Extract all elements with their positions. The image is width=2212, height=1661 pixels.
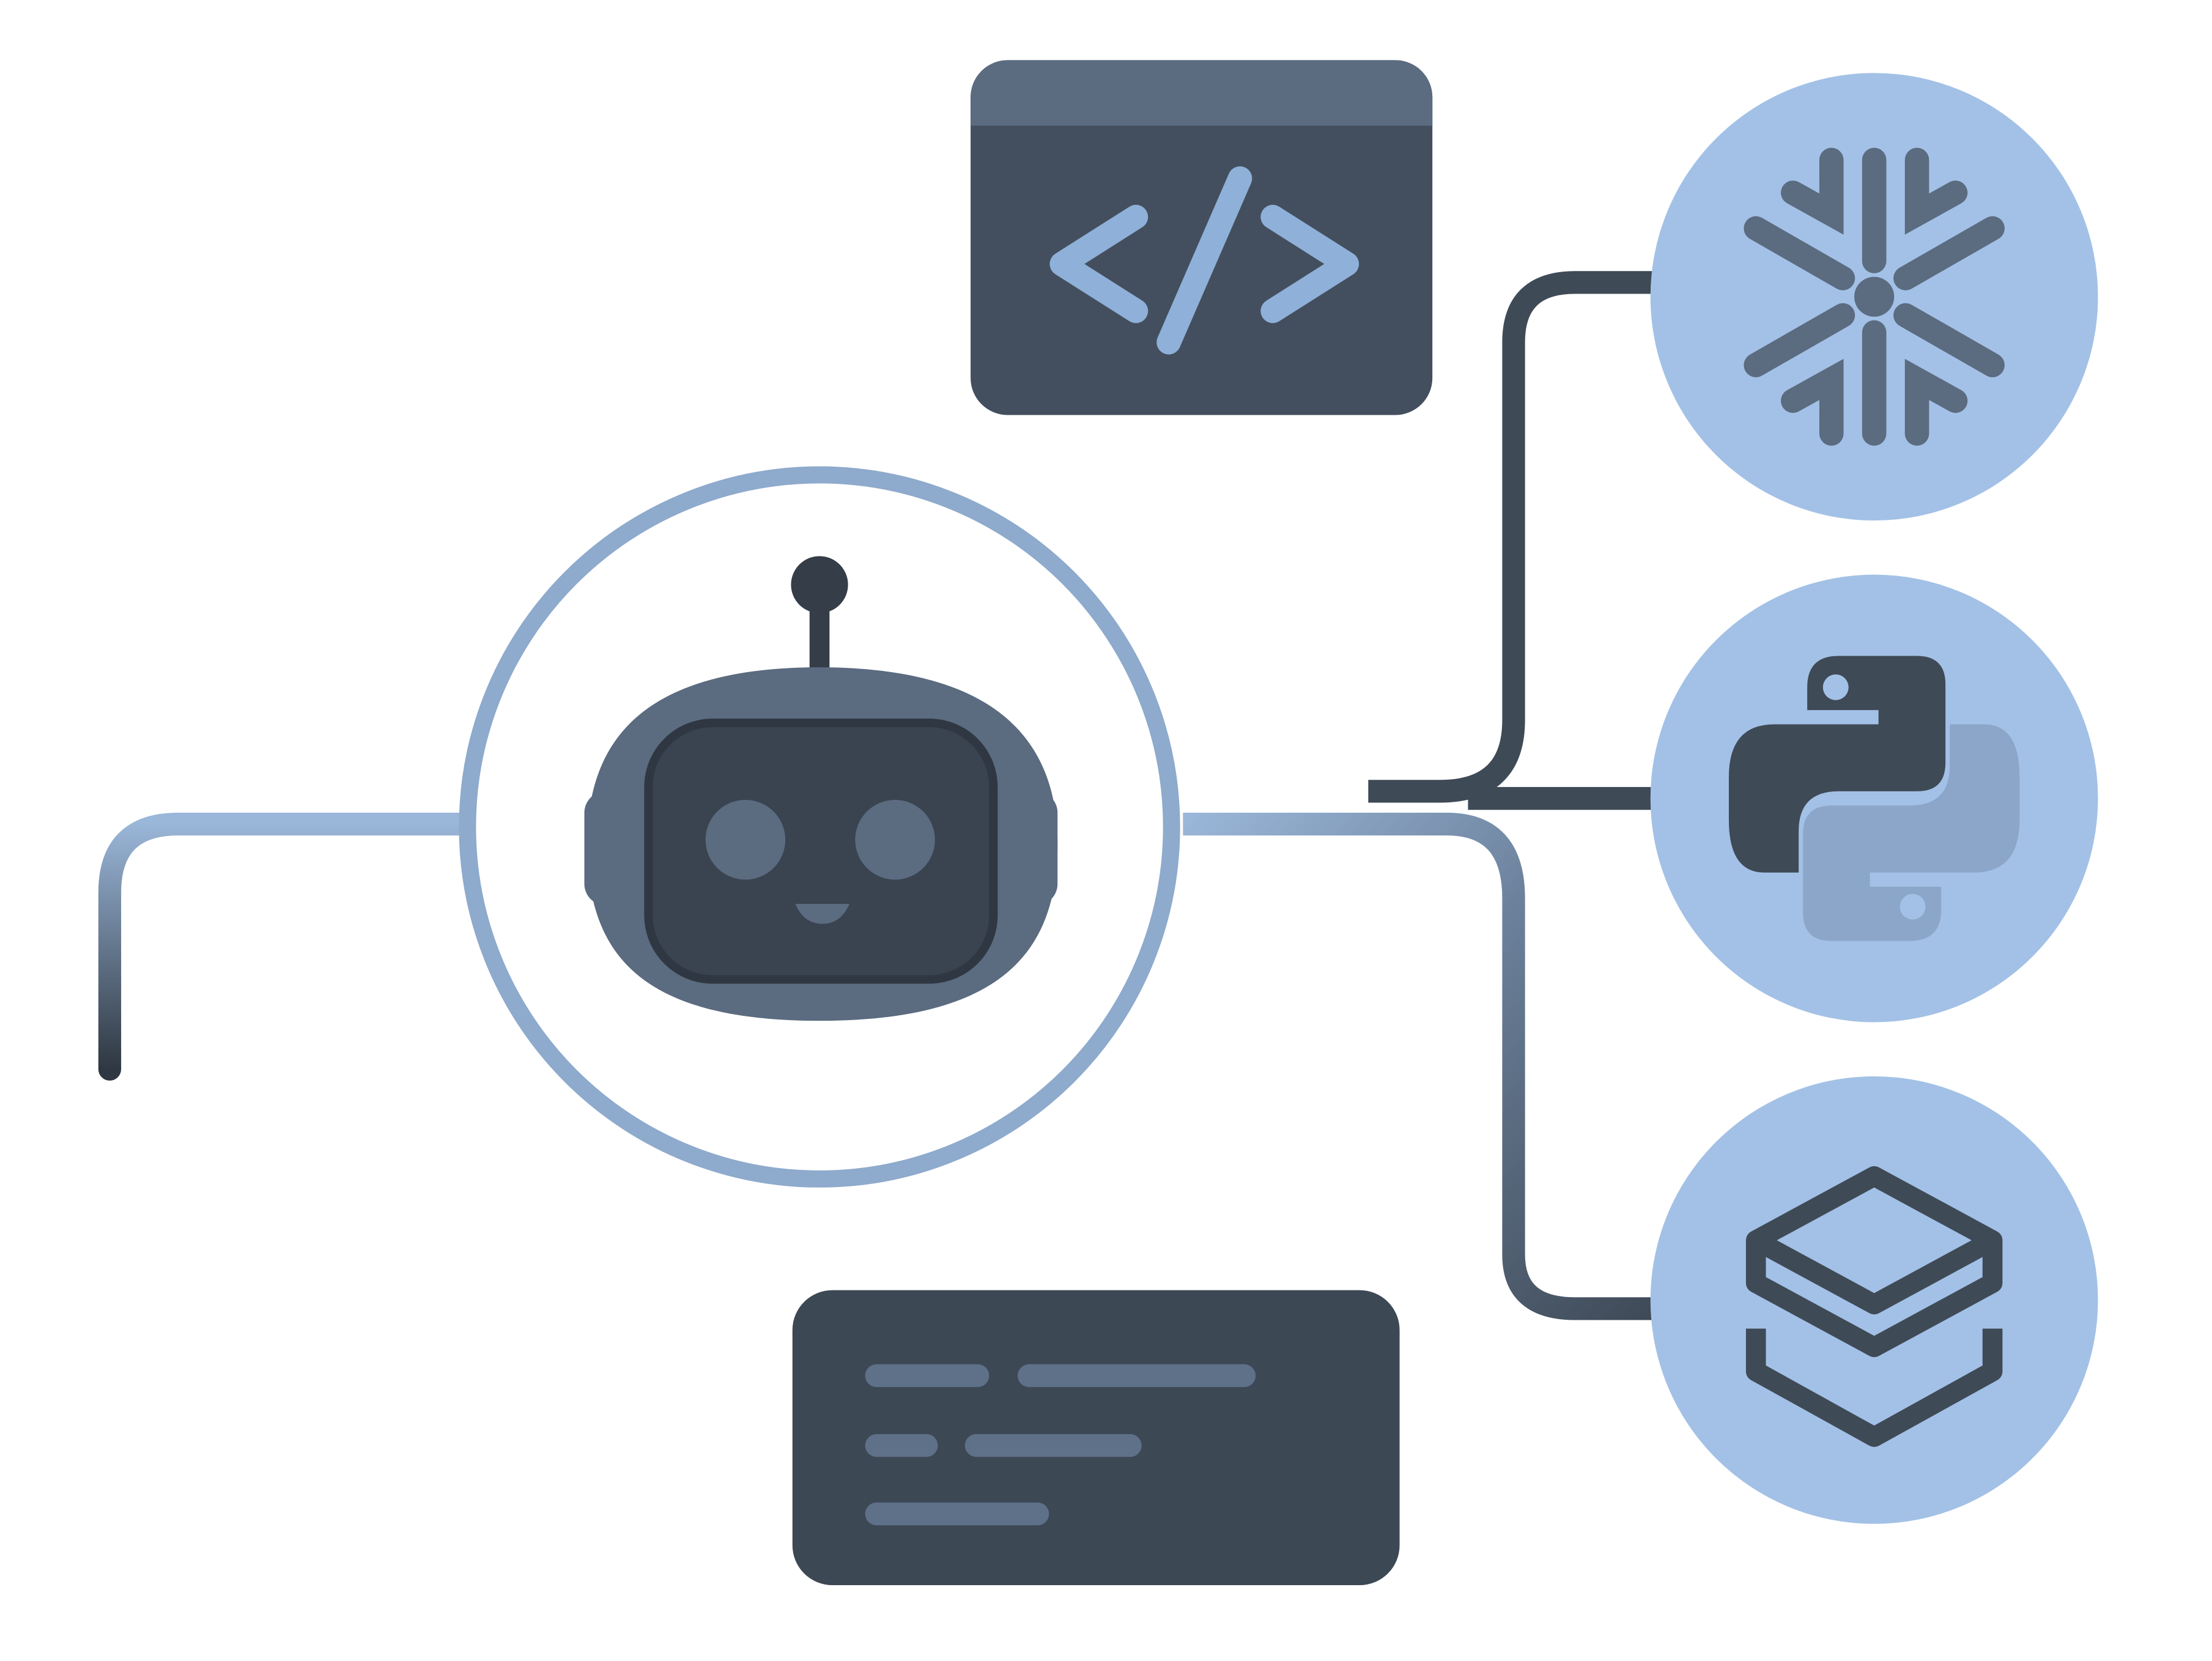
snowflake-icon: [1744, 147, 2005, 446]
connector-snowflake: [1368, 271, 1661, 803]
stack-node[interactable]: [1650, 1076, 2098, 1524]
connector-stack: [1183, 812, 1661, 1320]
python-icon: [1728, 656, 2020, 941]
connector-left: [98, 812, 482, 1081]
snowflake-node[interactable]: [1650, 73, 2098, 521]
text-lines-panel: [792, 1290, 1400, 1586]
layers-icon: [1745, 1166, 2003, 1447]
python-node[interactable]: [1650, 574, 2098, 1023]
robot-icon[interactable]: [584, 556, 1058, 1021]
code-window-icon: [971, 60, 1433, 415]
